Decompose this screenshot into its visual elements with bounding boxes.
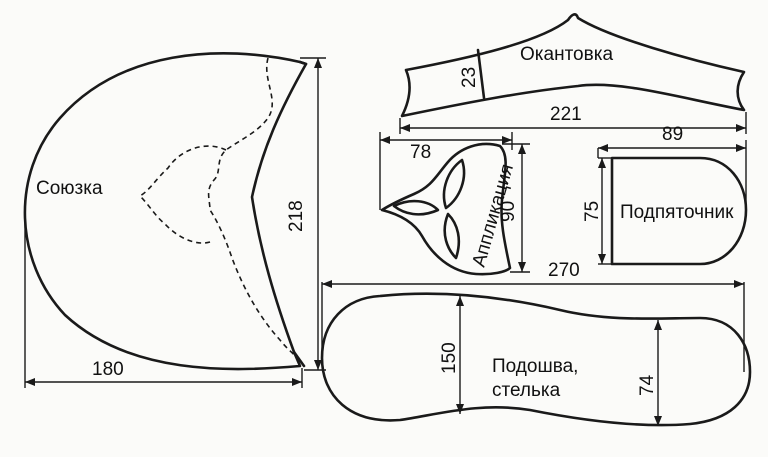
applique-leaf	[392, 199, 440, 216]
soyuzka-height-value: 218	[286, 200, 307, 232]
arrow-head	[502, 136, 512, 144]
sole-length-value: 270	[548, 260, 580, 281]
podoshva-label-line2: стелька	[492, 380, 561, 401]
sole-heel-height-value: 74	[637, 374, 658, 396]
arrow-head	[314, 360, 322, 370]
soyuzka-applique-placement	[138, 57, 303, 363]
okantovka-label: Окантовка	[520, 44, 613, 65]
applique-leaf	[443, 212, 461, 260]
podp-height-value: 75	[582, 201, 603, 222]
arrow-head	[598, 254, 606, 264]
soyuzka-label: Союзка	[36, 178, 103, 199]
arrow-head	[456, 404, 464, 414]
sole-toe-height-value: 150	[439, 342, 460, 374]
applique-width-value: 78	[410, 142, 431, 163]
arrow-head	[518, 262, 526, 272]
arrow-head	[400, 124, 410, 132]
podp-width-value: 89	[662, 124, 683, 145]
okantovka-piece: Окантовка 23 221	[399, 13, 747, 134]
arrow-head	[734, 280, 744, 288]
podoshva-outline	[320, 292, 752, 427]
podpyatochnik-label: Подпяточник	[620, 202, 734, 223]
arrow-head	[314, 58, 322, 68]
arrow-head	[456, 296, 464, 306]
okantovka-length-value: 221	[550, 104, 582, 125]
soyuzka-width-value: 180	[92, 359, 124, 380]
arrow-head	[654, 416, 662, 426]
podpyatochnik-piece: 89 75 Подпяточник	[582, 124, 748, 266]
arrow-head	[518, 144, 526, 154]
arrow-head	[598, 158, 606, 168]
arrow-head	[736, 124, 746, 132]
arrow-head	[598, 144, 608, 152]
okantovka-width-mark	[476, 48, 486, 100]
arrow-head	[292, 378, 302, 386]
applique-height-value: 90	[498, 201, 519, 222]
arrow-head	[736, 144, 746, 152]
arrow-head	[380, 136, 390, 144]
soyuzka-piece: Союзка 180 218	[23, 52, 326, 388]
soyuzka-outline	[23, 52, 308, 371]
applikatsiya-piece: 78 90 Аппликация	[379, 132, 530, 276]
okantovka-outline	[400, 13, 746, 118]
applikatsiya-outline	[380, 142, 512, 276]
arrow-head	[322, 280, 332, 288]
podoshva-piece: 270 150 74 Подошва, стелька	[320, 260, 752, 427]
arrow-head	[654, 320, 662, 330]
podpyatochnik-outline	[610, 156, 748, 266]
okantovka-width-value: 23	[459, 67, 480, 88]
applique-leaf	[442, 158, 466, 210]
podoshva-label-line1: Подошва,	[492, 356, 578, 377]
arrow-head	[25, 378, 35, 386]
